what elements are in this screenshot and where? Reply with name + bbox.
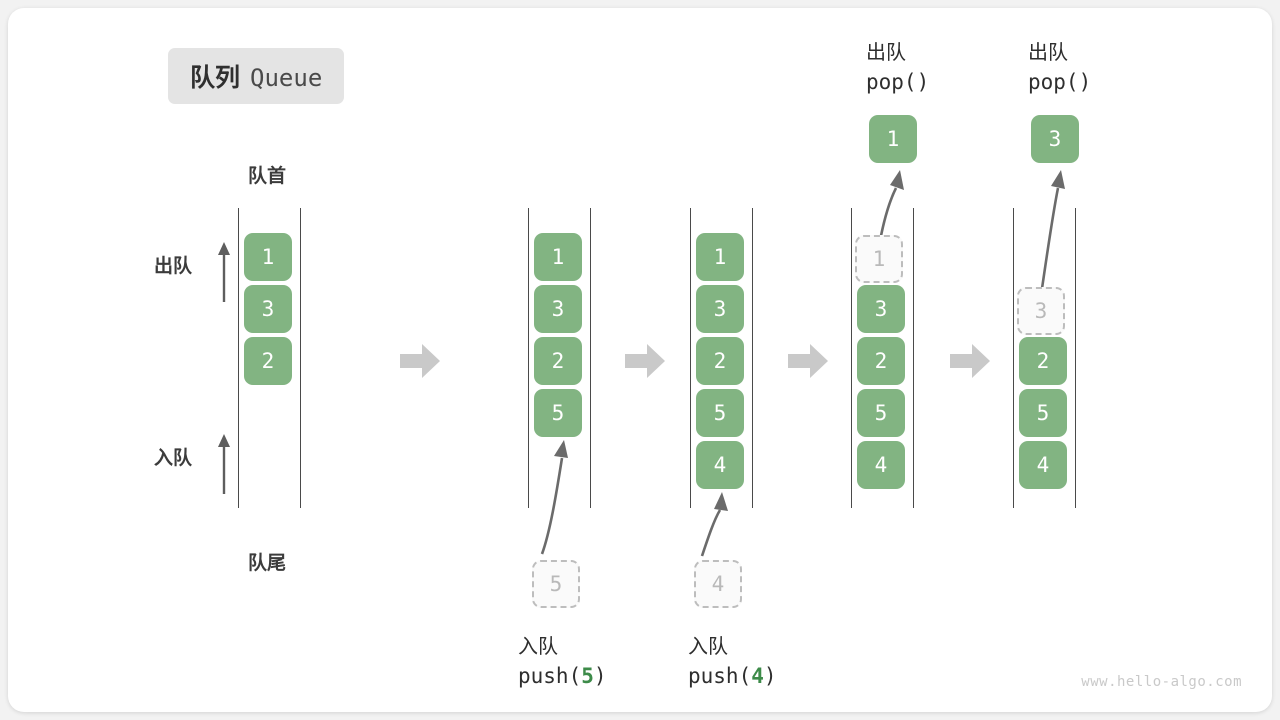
popped-element: 1: [869, 115, 917, 163]
step-separator-arrow: [625, 344, 665, 378]
column-header-code: pop(): [866, 70, 930, 94]
column-caption-code: push(4): [688, 664, 777, 688]
queue-cell: 3: [534, 285, 582, 333]
queue-cell: 5: [1019, 389, 1067, 437]
popped-element: 3: [1031, 115, 1079, 163]
queue-rail-right: [300, 208, 301, 508]
queue-cell-new: 5: [534, 389, 582, 437]
step-separator-arrow: [788, 344, 828, 378]
queue-cell: 5: [857, 389, 905, 437]
queue-rail-left: [528, 208, 529, 508]
pop-motion-arrow: [1038, 170, 1065, 303]
label-rear: 队尾: [248, 553, 287, 574]
removed-element-ghost: 3: [1017, 287, 1065, 335]
title-cn: 队列: [190, 64, 241, 92]
queue-rail-right: [913, 208, 914, 508]
column-header-code: pop(): [1028, 70, 1092, 94]
step-separator-arrow: [950, 344, 990, 378]
queue-rail-right: [752, 208, 753, 508]
queue-cell: 2: [244, 337, 292, 385]
queue-cell: 4: [1019, 441, 1067, 489]
code-prefix: push(: [518, 664, 582, 688]
queue-cell: 2: [534, 337, 582, 385]
queue-cell: 1: [534, 233, 582, 281]
diagram-stage: 队列 Queue 队首 队尾 出队 入队 1 3 2 1 3 2 5 5 入队 …: [8, 8, 1272, 712]
dequeue-direction-arrow: [218, 242, 230, 302]
watermark: www.hello-algo.com: [1081, 674, 1242, 690]
label-enqueue: 入队: [154, 448, 193, 469]
code-prefix: push(: [688, 664, 752, 688]
column-caption-cn: 入队: [688, 636, 728, 658]
enqueue-direction-arrow: [218, 434, 230, 494]
queue-cell: 3: [696, 285, 744, 333]
code-suffix: ): [763, 664, 777, 688]
queue-rail-left: [690, 208, 691, 508]
column-header-cn: 出队: [1028, 42, 1068, 64]
column-caption-cn: 入队: [518, 636, 558, 658]
queue-cell: 1: [244, 233, 292, 281]
removed-element-ghost: 1: [855, 235, 903, 283]
queue-cell: 5: [696, 389, 744, 437]
code-arg: 4: [751, 664, 764, 688]
queue-cell: 2: [696, 337, 744, 385]
queue-cell-new: 4: [696, 441, 744, 489]
step-separator-arrow: [400, 344, 440, 378]
queue-cell: 1: [696, 233, 744, 281]
code-suffix: ): [593, 664, 607, 688]
queue-cell: 3: [857, 285, 905, 333]
title-en: Queue: [250, 64, 323, 92]
queue-cell: 2: [857, 337, 905, 385]
queue-rail-right: [1075, 208, 1076, 508]
push-motion-arrow: [700, 492, 728, 557]
code-arg: 5: [581, 664, 594, 688]
queue-cell: 4: [857, 441, 905, 489]
queue-rail-left: [1013, 208, 1014, 508]
column-caption-code: push(5): [518, 664, 607, 688]
queue-rail-left: [238, 208, 239, 508]
queue-cell: 3: [244, 285, 292, 333]
queue-rail-right: [590, 208, 591, 508]
push-motion-arrow: [540, 440, 568, 555]
pending-element-ghost: 5: [532, 560, 580, 608]
pending-element-ghost: 4: [694, 560, 742, 608]
column-header-cn: 出队: [866, 42, 906, 64]
label-dequeue: 出队: [154, 256, 193, 277]
diagram-card: 队列 Queue 队首 队尾 出队 入队 1 3 2 1 3 2 5 5 入队 …: [8, 8, 1272, 712]
label-front: 队首: [248, 166, 287, 187]
queue-rail-left: [851, 208, 852, 508]
queue-cell: 2: [1019, 337, 1067, 385]
diagram-title-badge: 队列 Queue: [168, 48, 345, 104]
